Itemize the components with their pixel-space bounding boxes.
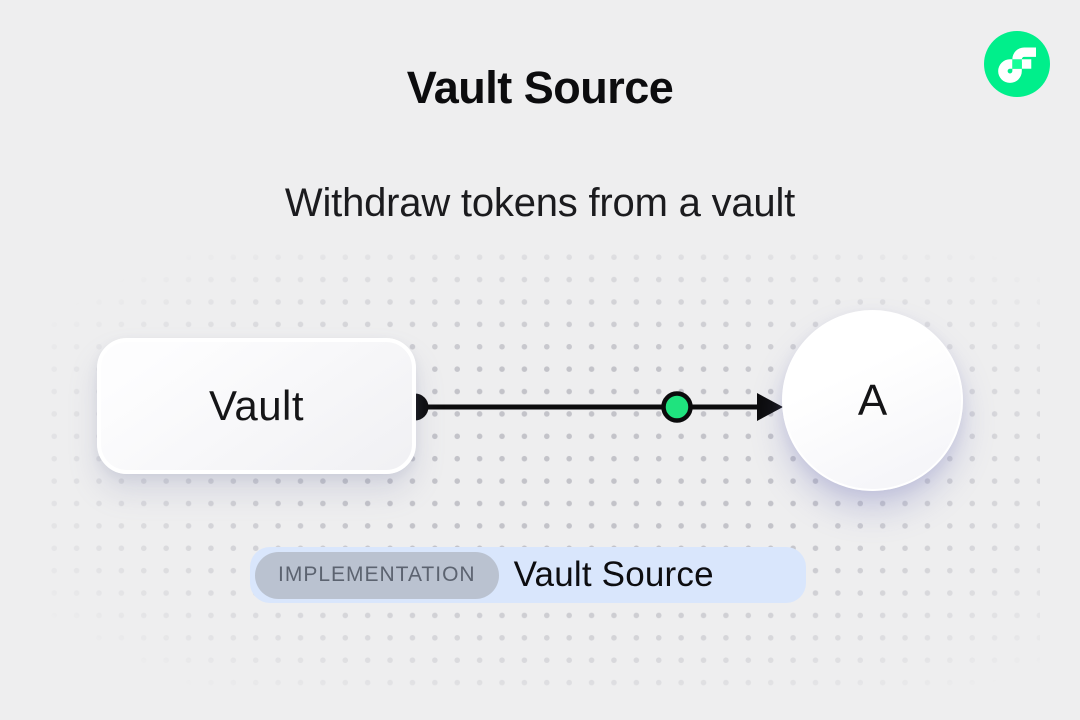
vault-node: Vault [97,338,416,474]
flow-logo-icon [984,31,1050,97]
implementation-badge: IMPLEMENTATION Vault Source [250,547,806,603]
page-title: Vault Source [406,62,674,113]
target-node: A [782,310,963,491]
badge-label: Vault Source [513,555,714,594]
edge-marker-green-dot [661,391,693,423]
vault-node-label: Vault [208,382,305,429]
flow-logo-svg [984,31,1050,97]
page-subtitle: Withdraw tokens from a vault [284,181,796,225]
target-node-label: A [857,375,888,425]
arrowhead-icon [757,393,783,421]
badge-tag: IMPLEMENTATION [255,551,499,599]
